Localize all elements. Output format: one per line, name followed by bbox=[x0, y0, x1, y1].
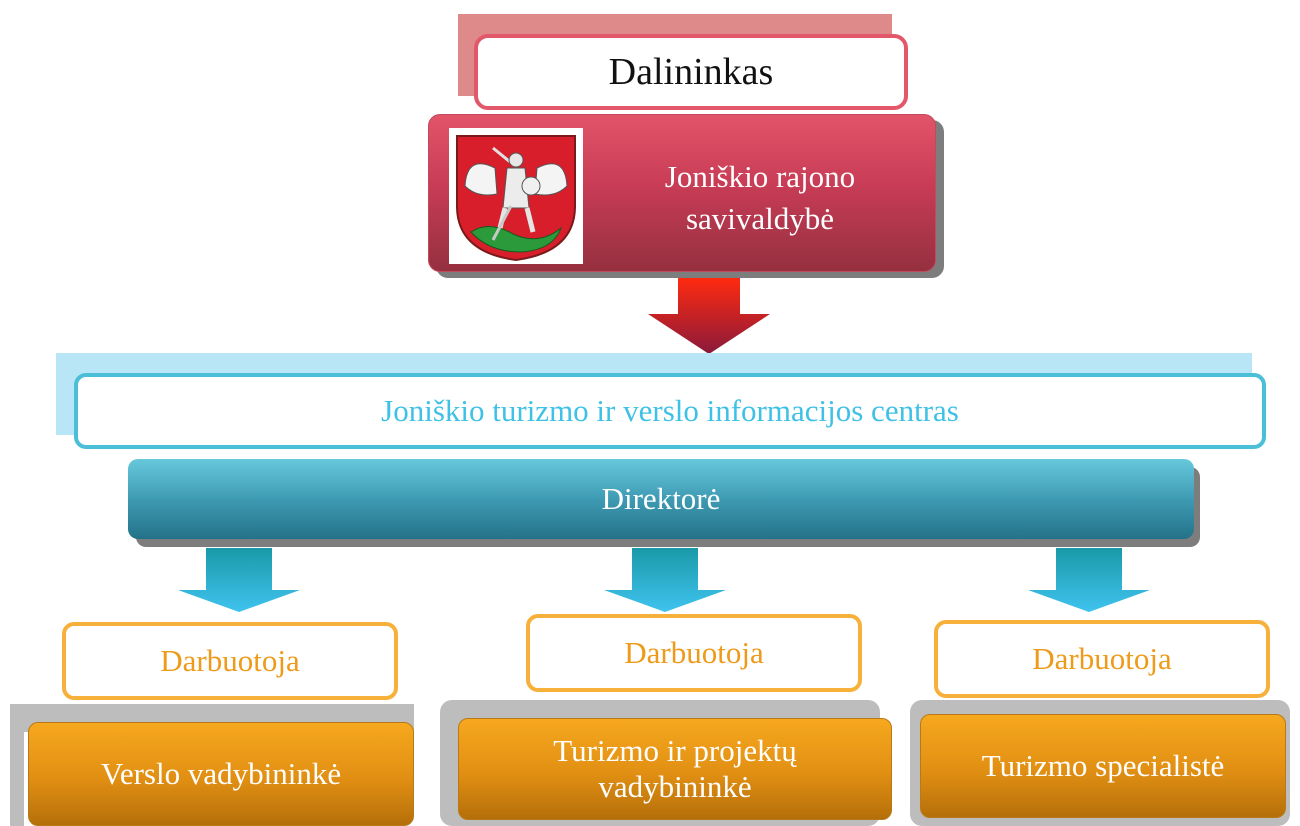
employee-box: Darbuotoja bbox=[934, 620, 1270, 698]
role-box: Turizmo ir projektų vadybininkė bbox=[458, 718, 892, 820]
down-arrow-red-icon bbox=[648, 278, 770, 354]
employee-label: Darbuotoja bbox=[1032, 641, 1172, 676]
role-label-line1: Verslo vadybininkė bbox=[100, 756, 342, 792]
coat-of-arms-icon bbox=[449, 128, 583, 264]
owner-label: Dalininkas bbox=[608, 51, 774, 93]
down-arrow-teal-icon bbox=[604, 548, 726, 612]
role-box: Verslo vadybininkė bbox=[28, 722, 414, 826]
role-label-line1: Turizmo specialistė bbox=[981, 748, 1225, 784]
municipality-label-line1: Joniškio rajono bbox=[664, 159, 856, 195]
role-label-line1: Turizmo ir projektų bbox=[553, 733, 797, 769]
director-box: Direktorė bbox=[128, 459, 1194, 539]
role-box: Turizmo specialistė bbox=[920, 714, 1286, 818]
employee-label: Darbuotoja bbox=[160, 643, 300, 678]
center-label: Joniškio turizmo ir verslo informacijos … bbox=[381, 393, 959, 428]
role-label-line2: vadybininkė bbox=[598, 769, 752, 804]
center-box: Joniškio turizmo ir verslo informacijos … bbox=[74, 373, 1266, 449]
municipality-label-line2: savivaldybė bbox=[685, 201, 835, 236]
down-arrow-teal-icon bbox=[178, 548, 300, 612]
down-arrow-teal-icon bbox=[1028, 548, 1150, 612]
municipality-label: Joniškio rajono savivaldybė bbox=[600, 150, 920, 246]
employee-label: Darbuotoja bbox=[624, 635, 764, 670]
owner-box: Dalininkas bbox=[474, 34, 908, 110]
employee-box: Darbuotoja bbox=[62, 622, 398, 700]
employee-box: Darbuotoja bbox=[526, 614, 862, 692]
director-label: Direktorė bbox=[601, 481, 721, 516]
role-shadow bbox=[10, 704, 24, 826]
